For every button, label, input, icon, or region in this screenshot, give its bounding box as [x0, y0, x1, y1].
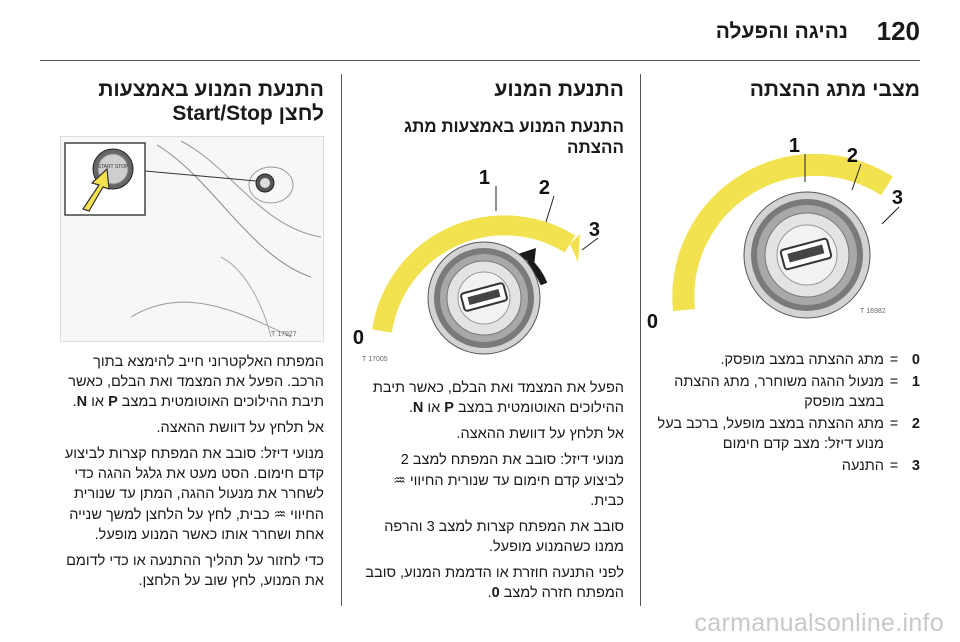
position-key: 2: [911, 416, 920, 432]
paragraph-text: המפתח האלקטרוני חייב להימצא בתוך הרכב. ה…: [68, 354, 324, 410]
paragraph-text: כבית.: [590, 493, 624, 509]
paragraph-text: מנועי דיזל: סובב את המפתח למצב 2 לביצוע …: [400, 452, 624, 489]
middle-column: התנעת המנוע התנעת המנוע באמצעות מתג ההצת…: [353, 78, 624, 609]
paragraph-text: או: [423, 400, 445, 416]
ignition-positions-figure: 1 2 3 0 16982 T: [647, 112, 920, 333]
right-column: מצבי מתג ההצתה 1 2 3 0 16982 T 0: [647, 78, 920, 478]
start-stop-figure: START STOP 17927 T: [60, 136, 324, 342]
paragraph: כדי לחזור על תהליך ההתנעה או כדי לדומם א…: [66, 553, 324, 589]
start-stop-button-label: START STOP: [98, 164, 129, 170]
paragraph: המפתח האלקטרוני חייב להימצא בתוך הרכב. ה…: [60, 352, 324, 412]
callout-0: 0: [353, 327, 364, 349]
ignition-positions-list: 0 = מתג ההצתה במצב מופסק. 1 = מנעול ההגה…: [654, 350, 920, 476]
chapter-title: נהיגה והפעלה: [715, 20, 848, 43]
equals-sign: =: [889, 352, 899, 368]
paragraph: מנועי דיזל: סובב את המפתח קצרות לביצוע ק…: [60, 444, 324, 545]
position-description: מתג ההצתה במצב מופעל, ברכב בעל מנוע דיזל…: [657, 416, 884, 452]
column-divider-right: [640, 74, 641, 606]
position-key: 3: [911, 458, 920, 474]
paragraph: אל תלחץ על דוושת ההאצה.: [156, 420, 324, 436]
gear-n-label: N: [412, 400, 424, 416]
callout-2: 2: [539, 177, 550, 199]
watermark-text: carmanualsonline.info: [694, 609, 944, 637]
page-header: 120 נהיגה והפעלה: [40, 14, 920, 54]
paragraph-text: מנועי דיזל: סובב את המפתח קצרות לביצוע ק…: [64, 446, 324, 523]
position-item: 3 = התנעה: [654, 456, 920, 476]
position-item: 0 = מתג ההצתה במצב מופסק.: [654, 350, 920, 370]
paragraph: מנועי דיזל: סובב את המפתח למצב 2 לביצוע …: [358, 450, 624, 511]
ignition-start-figure: 1 2 3 0 17005 T: [353, 166, 624, 366]
page-number: 120: [876, 16, 920, 46]
right-column-title: מצבי מתג ההצתה: [749, 78, 920, 101]
callout-1: 1: [789, 135, 800, 157]
position-key: 0: [911, 352, 920, 368]
column-divider-left: [341, 74, 342, 606]
header-divider: [40, 60, 920, 61]
gear-p-label: P: [108, 394, 118, 410]
middle-column-body: הפעל את המצמד ואת הבלם, כאשר תיבת ההילוכ…: [358, 378, 624, 603]
callout-2: 2: [847, 145, 858, 167]
position-0-label: 0: [491, 585, 500, 601]
glow-plug-icon: ♒: [273, 506, 287, 522]
figure-id: 16982 T: [860, 308, 886, 315]
middle-column-title: התנעת המנוע: [494, 78, 624, 101]
equals-sign: =: [889, 374, 899, 390]
paragraph-text: .: [487, 585, 492, 601]
callout-3: 3: [589, 219, 600, 241]
paragraph-text: כבית, לחץ על הלחצן למשך שנייה אחת ושחרר …: [69, 507, 324, 543]
paragraph-text: הפעל את המצמד ואת הבלם, כאשר תיבת ההילוכ…: [372, 380, 624, 416]
gear-n-label: N: [76, 394, 88, 410]
figure-id: 17927 T: [271, 331, 297, 338]
figure-id: 17005 T: [362, 356, 388, 363]
paragraph: סובב את המפתח קצרות למצב 3 והרפה ממנו כש…: [384, 519, 624, 555]
position-description: מתג ההצתה במצב מופסק.: [720, 352, 884, 368]
position-description: מנעול ההגה משוחרר, מתג ההצתה במצב מופסק: [674, 374, 884, 410]
callout-3: 3: [892, 187, 903, 209]
gear-p-label: P: [444, 400, 454, 416]
paragraph: הפעל את המצמד ואת הבלם, כאשר תיבת ההילוכ…: [358, 378, 624, 418]
glow-plug-icon: ♒: [393, 472, 406, 488]
position-item: 1 = מנעול ההגה משוחרר, מתג ההצתה במצב מו…: [654, 372, 920, 412]
left-column-title: התנעת המנוע באמצעות לחצן Start/Stop: [98, 78, 324, 125]
paragraph-text: לפני התנעה חוזרת או הדממת המנוע, סובב המ…: [365, 565, 624, 601]
paragraph-text: .: [72, 394, 77, 410]
middle-column-subtitle: התנעת המנוע באמצעות מתג ההצתה: [403, 117, 624, 157]
position-description: התנעה: [841, 458, 884, 474]
left-column-body: המפתח האלקטרוני חייב להימצא בתוך הרכב. ה…: [60, 352, 324, 591]
paragraph-text: או: [87, 394, 109, 410]
equals-sign: =: [889, 416, 899, 432]
position-item: 2 = מתג ההצתה במצב מופעל, ברכב בעל מנוע …: [654, 414, 920, 454]
callout-1: 1: [479, 167, 490, 189]
equals-sign: =: [889, 458, 899, 474]
paragraph: אל תלחץ על דוושת ההאצה.: [456, 426, 624, 442]
paragraph: לפני התנעה חוזרת או הדממת המנוע, סובב המ…: [358, 563, 624, 603]
callout-0: 0: [647, 311, 658, 333]
position-key: 1: [911, 374, 920, 390]
paragraph-text: .: [408, 400, 413, 416]
left-column: התנעת המנוע באמצעות לחצן Start/Stop STAR…: [60, 78, 324, 597]
